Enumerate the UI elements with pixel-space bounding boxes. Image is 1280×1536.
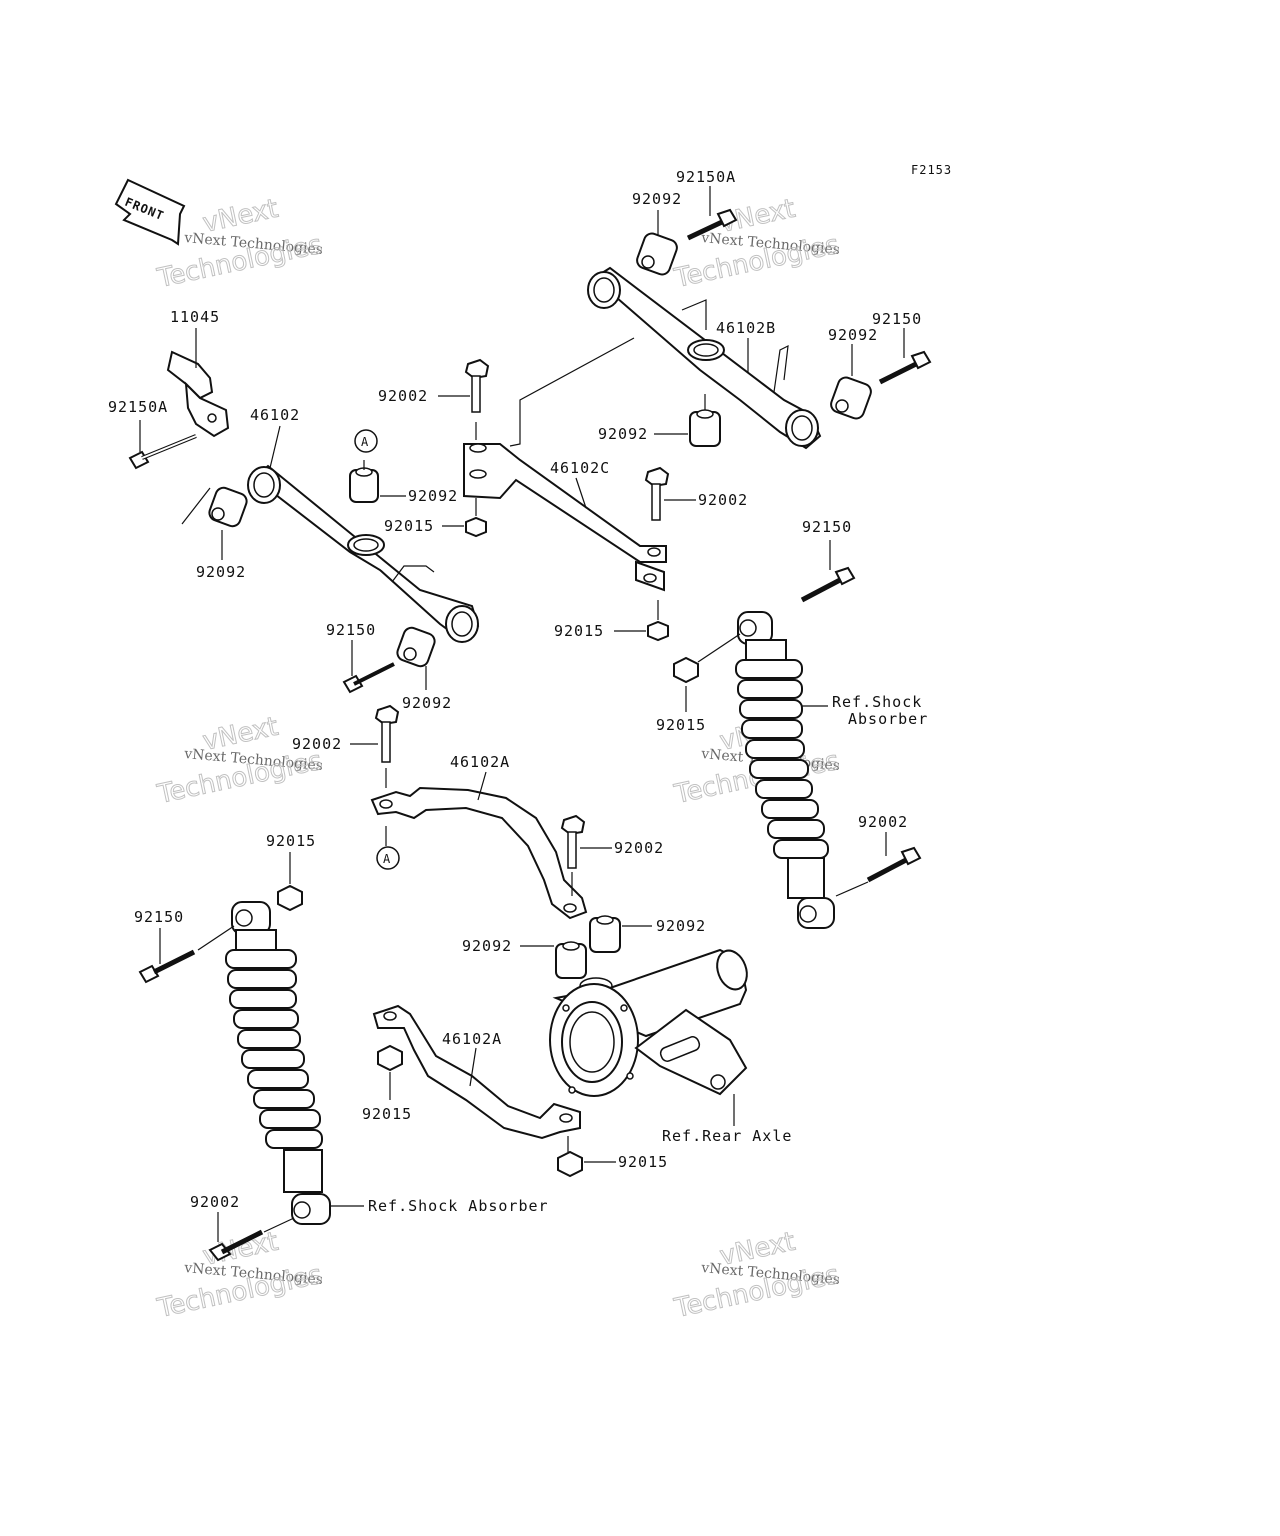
bolt-92002-bottom [208,1229,264,1262]
label-92002-center: 92002 [614,839,664,857]
bushing-92092-mid-right [689,409,721,447]
nut-92015-lower-center [557,1150,583,1178]
marker-A-label: A [383,852,391,866]
label-92002-right-low: 92002 [858,813,908,831]
label-92015-a: 92015 [384,517,434,535]
bushing-92092-top [636,232,678,276]
label-46102A-upper: 46102A [450,753,510,771]
ref-shock-bottom: Ref.Shock Absorber [368,1197,549,1215]
bolt-92002-right-low [866,846,922,883]
bushing-92092-left-c [396,626,436,668]
bushing-92092-left-a [349,467,379,503]
label-46102: 46102 [250,406,300,424]
shock-absorber-right [735,611,835,929]
bolt-92150-left-mid [342,662,395,694]
nut-92015-a [465,516,487,538]
nut-92015-lower-left [377,1044,403,1072]
stabilizer-bar-46102A-upper [370,786,588,920]
ref-rear-axle: Ref.Rear Axle [662,1127,792,1145]
label-92002-top: 92002 [378,387,428,405]
bushing-92092-top-right [830,376,872,420]
label-92150-left-mid: 92150 [326,621,376,639]
label-92015-lower-center: 92015 [618,1153,668,1171]
label-92015-lower-left: 92015 [362,1105,412,1123]
label-92092-mid-right: 92092 [598,425,648,443]
bolt-92002-left-mid [374,704,400,763]
label-92092-left-b: 92092 [196,563,246,581]
rear-axle [549,948,748,1097]
label-92002-mid: 92002 [698,491,748,509]
label-92092-center-b: 92092 [656,917,706,935]
marker-A-top: A [354,429,378,453]
label-92092-center-a: 92092 [462,937,512,955]
bushing-92092-center-b [589,915,621,953]
label-11045: 11045 [170,308,220,326]
label-92015-mid: 92015 [554,622,604,640]
label-92092-top-right: 92092 [828,326,878,344]
nut-92015-mid [647,620,669,642]
figure-code: F2153 [911,163,952,177]
label-46102A-lower: 46102A [442,1030,502,1048]
watermark-3: vNext vNext Technologies Technologies [154,711,326,810]
bolt-92150-top-right [878,350,932,385]
bracket-11045 [166,350,230,438]
bushing-92092-left-b [208,486,248,528]
nut-92015-right [673,656,699,684]
label-92150-top-right: 92150 [872,310,922,328]
bolt-92150A-top [686,208,738,241]
bolt-92002-center [560,814,586,869]
label-92002-left-mid: 92002 [292,735,342,753]
label-92015-left-low: 92015 [266,832,316,850]
ref-shock-right-line2: Absorber [848,710,928,728]
front-arrow-icon: FRONT [114,178,186,246]
label-46102B: 46102B [716,319,776,337]
label-92002-bottom: 92002 [190,1193,240,1211]
marker-A-label: A [361,435,369,449]
label-92092-left-c: 92092 [402,694,452,712]
nut-92015-left-low [277,884,303,912]
marker-A-bottom: A [376,846,400,870]
watermark-6: vNext vNext Technologies Technologies [671,1226,843,1324]
shock-absorber-left [225,901,331,1225]
bolt-92150A-left [128,434,197,470]
label-92092-left-a: 92092 [408,487,458,505]
label-92150A-left: 92150A [108,398,168,416]
label-92150-right: 92150 [802,518,852,536]
ref-shock-right-line1: Ref.Shock [832,693,922,711]
stabilizer-bar-46102A-lower [372,1004,581,1140]
watermark-2: vNext vNext Technologies Technologies [671,193,843,294]
label-92150A-top: 92150A [676,168,736,186]
bolt-92150-right [800,566,856,603]
bolt-92002-top [464,358,490,413]
label-46102C: 46102C [550,459,610,477]
bolt-92150-left-low [138,949,196,984]
arm-46102C [463,443,667,592]
bushing-92092-center-a [555,941,587,979]
bolt-92002-mid [644,466,670,521]
label-92150-left-low: 92150 [134,908,184,926]
label-92092-top: 92092 [632,190,682,208]
arm-46102 [247,464,480,643]
arm-46102B [587,266,822,450]
label-92015-right: 92015 [656,716,706,734]
